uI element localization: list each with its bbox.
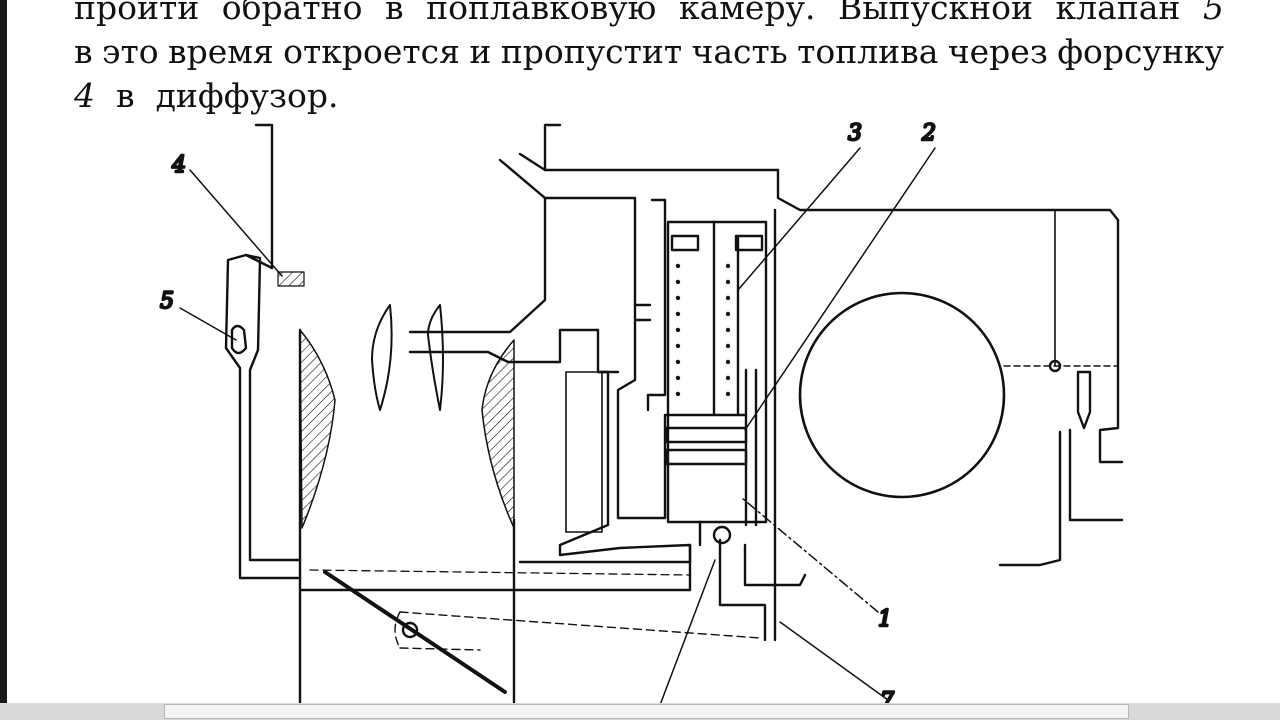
word: в xyxy=(384,0,404,27)
word: через xyxy=(947,32,1048,71)
throttle-valve xyxy=(309,569,761,694)
word: пройти xyxy=(74,0,200,27)
word: откроется xyxy=(283,32,460,71)
word: и xyxy=(469,32,492,71)
word: обратно xyxy=(221,0,363,27)
callout-3: 3 xyxy=(848,121,862,146)
callout-2: 2 xyxy=(921,121,936,146)
word: время xyxy=(167,32,274,71)
document-text: пройти обратно в поплавковую камеру. Вып… xyxy=(74,0,1224,118)
word: 4 xyxy=(74,76,95,115)
diffuser xyxy=(299,304,515,529)
word: в xyxy=(115,76,135,115)
callout-5: 5 xyxy=(160,289,174,314)
word: это xyxy=(101,32,159,71)
carburetor-body xyxy=(298,123,1124,642)
word: камеру. xyxy=(678,0,816,27)
horizontal-scrollbar[interactable] xyxy=(0,703,1280,720)
float-chamber xyxy=(798,209,1119,499)
callout-4: 4 xyxy=(171,153,186,178)
word: часть xyxy=(691,32,788,71)
word: пропустит xyxy=(500,32,683,71)
text-line-2: в это время откроется и пропустит часть … xyxy=(74,30,1224,74)
word: клапан xyxy=(1055,0,1181,27)
word: поплавковую xyxy=(426,0,657,27)
text-line-3: 4 в диффузор. xyxy=(74,74,1224,118)
leader-lines xyxy=(179,147,936,706)
word: в xyxy=(74,32,93,71)
text-line-1: пройти обратно в поплавковую камеру. Вып… xyxy=(74,0,1224,30)
word: топлива xyxy=(797,32,939,71)
spring-coils xyxy=(675,263,731,397)
word: форсунку xyxy=(1057,32,1224,71)
callout-1: 1 xyxy=(878,607,892,632)
nozzle-channel xyxy=(224,123,305,580)
word: Выпускной xyxy=(838,0,1033,27)
word: 5 xyxy=(1202,0,1224,27)
word: диффузор. xyxy=(155,76,339,115)
scrollbar-thumb[interactable] xyxy=(164,704,1129,719)
piston-spring-assembly xyxy=(664,220,768,547)
window-left-edge xyxy=(0,0,7,720)
